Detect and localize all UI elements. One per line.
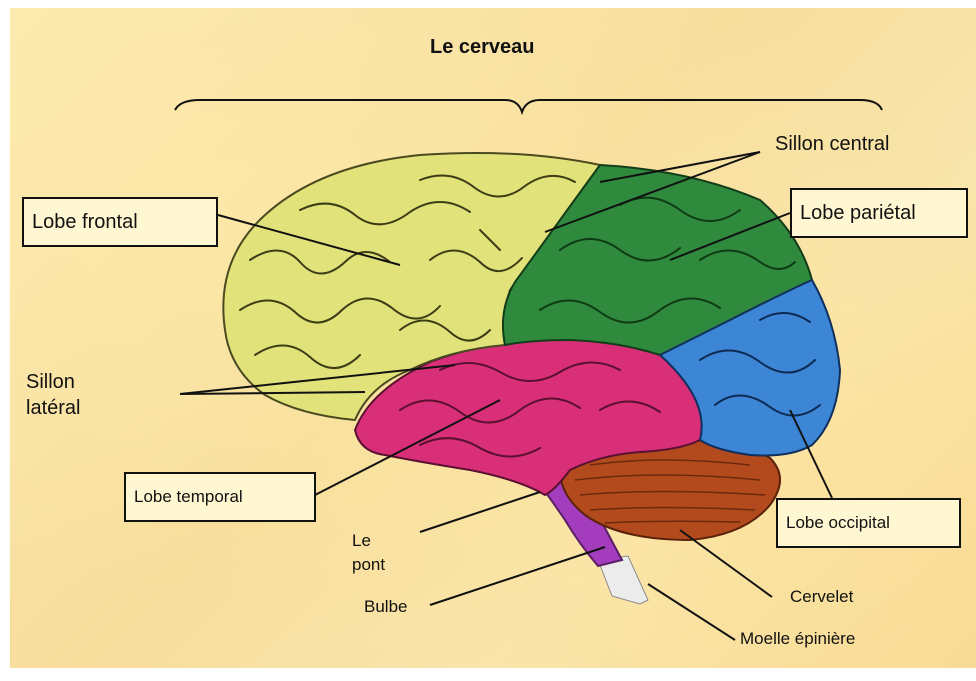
label-lobe-frontal-text: Lobe frontal [32, 211, 138, 234]
label-sillon-lateral-line2: latéral [26, 398, 80, 418]
label-sillon-lateral-line1: Sillon [26, 372, 75, 392]
label-lobe-occipital-text: Lobe occipital [786, 513, 890, 533]
leader-le-pont [420, 492, 540, 532]
label-lobe-temporal-text: Lobe temporal [134, 487, 243, 507]
label-lobe-parietal: Lobe pariétal [790, 188, 968, 238]
label-lobe-occipital: Lobe occipital [776, 498, 961, 548]
label-le-pont-line2: pont [352, 555, 385, 575]
cerveau-brace [175, 100, 882, 112]
label-lobe-temporal: Lobe temporal [124, 472, 316, 522]
leader-bulbe [430, 547, 605, 605]
diagram-title: Le cerveau [430, 37, 535, 57]
label-lobe-parietal-text: Lobe pariétal [800, 202, 916, 225]
leader-moelle [648, 584, 735, 640]
label-le-pont-line1: Le [352, 531, 371, 551]
label-bulbe: Bulbe [364, 597, 407, 617]
label-sillon-central: Sillon central [775, 134, 890, 154]
label-lobe-frontal: Lobe frontal [22, 197, 218, 247]
leader-cervelet [680, 530, 772, 597]
label-cervelet: Cervelet [790, 587, 853, 607]
label-moelle-epiniere: Moelle épinière [740, 629, 855, 649]
